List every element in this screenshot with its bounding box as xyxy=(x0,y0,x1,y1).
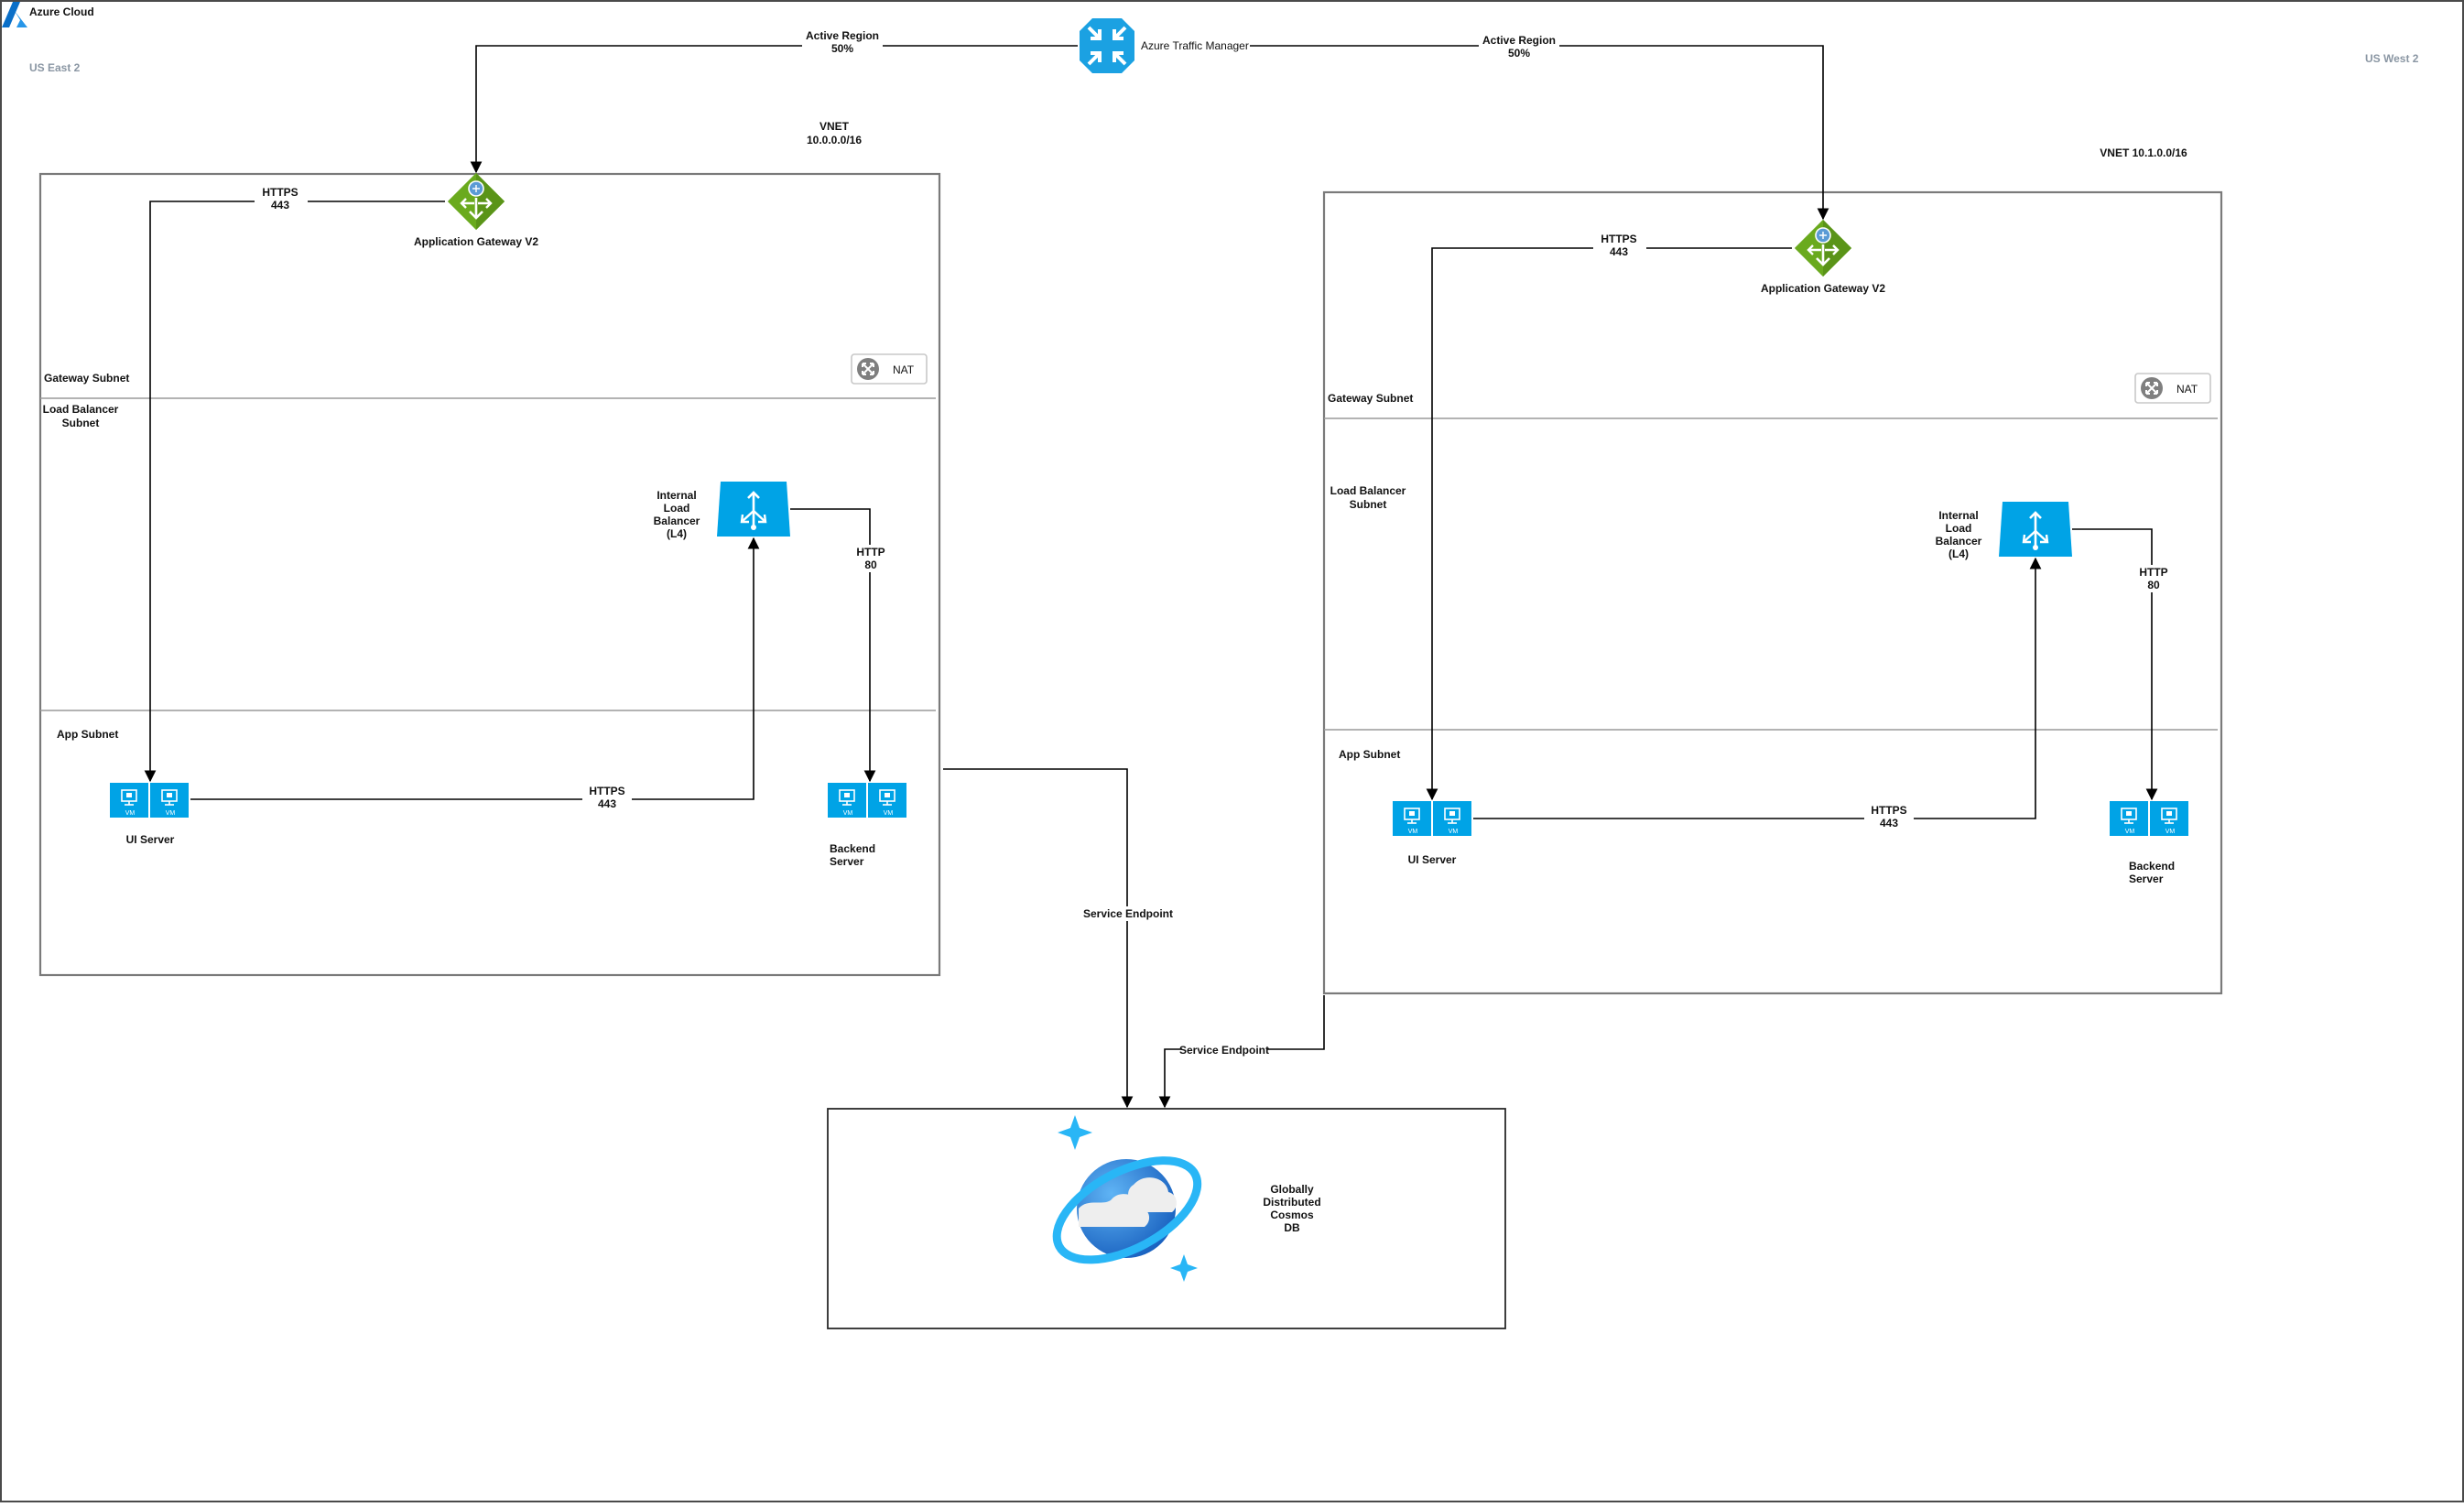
cosmos-db-label: Cosmos xyxy=(1270,1209,1314,1221)
http-label: HTTP xyxy=(2139,566,2167,579)
region-label-west: US West 2 xyxy=(2365,52,2419,65)
region-label-east: US East 2 xyxy=(29,61,81,74)
ilb-label: (L4) xyxy=(1948,548,1969,560)
ilb-label: Internal xyxy=(1938,509,1978,522)
http-label: HTTP xyxy=(856,546,885,558)
https-port-label: 443 xyxy=(271,199,289,211)
https-connector xyxy=(1473,557,2042,819)
https-connector xyxy=(190,537,760,800)
ilb-label: Balancer xyxy=(654,515,700,527)
azure-cloud-title: Azure Cloud xyxy=(29,5,94,18)
service-endpoint-connector xyxy=(943,768,1134,1109)
nat-label: NAT xyxy=(2176,383,2198,396)
routing-connector xyxy=(470,45,1078,174)
backend-server-label: Server xyxy=(830,855,864,868)
ui-server-vm-icon[interactable] xyxy=(109,782,190,819)
routing-label: Active Region xyxy=(806,29,879,42)
load-balancer-icon[interactable] xyxy=(715,480,792,538)
vnet-west-title: VNET 10.1.0.0/16 xyxy=(2100,146,2187,159)
http-port-label: 80 xyxy=(864,558,877,571)
vnet-west-box xyxy=(1322,190,2223,995)
cosmos-db-label: Globally xyxy=(1270,1183,1314,1196)
load-balancer-icon[interactable] xyxy=(1997,500,2074,558)
vm-label: VM xyxy=(125,810,136,817)
app-gateway-label: Application Gateway V2 xyxy=(414,235,538,248)
nat-icon[interactable] xyxy=(851,353,928,385)
service-endpoint-label: Service Endpoint xyxy=(1083,907,1173,920)
ilb-label: Internal xyxy=(657,489,696,502)
traffic-manager-label: Azure Traffic Manager xyxy=(1141,39,1249,52)
cosmos-db-label: DB xyxy=(1284,1221,1300,1234)
gateway-subnet-label: Gateway Subnet xyxy=(44,372,129,385)
app-gateway-label: Application Gateway V2 xyxy=(1761,282,1885,295)
routing-weight: 50% xyxy=(1508,47,1530,60)
https-connector xyxy=(144,201,445,783)
lb-subnet-label: Subnet xyxy=(1350,498,1387,511)
ui-server-label: UI Server xyxy=(1408,853,1457,866)
https-label: HTTPS xyxy=(262,186,298,199)
backend-server-vm-icon[interactable] xyxy=(827,782,907,819)
https-label: HTTPS xyxy=(1871,804,1906,817)
ilb-label: (L4) xyxy=(667,527,687,540)
ui-server-label: UI Server xyxy=(126,833,175,846)
vnet-east-box xyxy=(38,172,941,977)
http-connector xyxy=(2072,528,2158,801)
backend-server-label: Server xyxy=(2129,873,2164,885)
app-gateway-icon[interactable] xyxy=(1793,218,1853,278)
ilb-label: Load xyxy=(1946,522,1972,535)
https-port-label: 443 xyxy=(1610,245,1628,258)
vm-label: VM xyxy=(884,810,894,817)
lb-subnet-label: Load Balancer xyxy=(43,403,119,416)
https-port-label: 443 xyxy=(1880,817,1898,829)
ilb-label: Balancer xyxy=(1936,535,1982,548)
vm-label: VM xyxy=(1449,829,1459,835)
vm-label: VM xyxy=(2125,829,2135,835)
routing-weight: 50% xyxy=(831,42,853,55)
app-subnet-label: App Subnet xyxy=(1339,748,1400,761)
http-connector xyxy=(790,508,876,783)
https-port-label: 443 xyxy=(598,797,616,810)
backend-server-label: Backend xyxy=(830,842,875,855)
backend-server-label: Backend xyxy=(2129,860,2175,873)
vnet-east-title: VNET xyxy=(820,120,850,133)
backend-server-vm-icon[interactable] xyxy=(2109,800,2189,837)
traffic-manager-icon[interactable] xyxy=(1080,18,1134,73)
vm-label: VM xyxy=(843,810,853,817)
gateway-subnet-label: Gateway Subnet xyxy=(1328,392,1413,405)
lb-subnet-label: Load Balancer xyxy=(1330,484,1406,497)
https-label: HTTPS xyxy=(1601,233,1636,245)
vm-label: VM xyxy=(166,810,176,817)
https-connector xyxy=(1426,247,1792,801)
routing-label: Active Region xyxy=(1482,34,1556,47)
cosmos-db-icon[interactable] xyxy=(1041,1115,1213,1282)
service-endpoint-label: Service Endpoint xyxy=(1179,1044,1269,1057)
app-gateway-icon[interactable] xyxy=(446,171,506,232)
lb-subnet-label: Subnet xyxy=(62,417,100,429)
https-label: HTTPS xyxy=(589,785,624,797)
nat-icon[interactable] xyxy=(2134,373,2211,404)
vnet-east-cidr: 10.0.0.0/16 xyxy=(807,134,862,146)
nat-label: NAT xyxy=(893,363,915,376)
app-subnet-label: App Subnet xyxy=(57,728,118,741)
ilb-label: Load xyxy=(664,502,690,515)
ui-server-vm-icon[interactable] xyxy=(1392,800,1472,837)
azure-logo-icon xyxy=(2,2,27,27)
cosmos-db-label: Distributed xyxy=(1263,1196,1320,1209)
routing-connector xyxy=(1250,45,1829,221)
vm-label: VM xyxy=(2165,829,2176,835)
vm-label: VM xyxy=(1408,829,1418,835)
http-port-label: 80 xyxy=(2147,579,2160,591)
